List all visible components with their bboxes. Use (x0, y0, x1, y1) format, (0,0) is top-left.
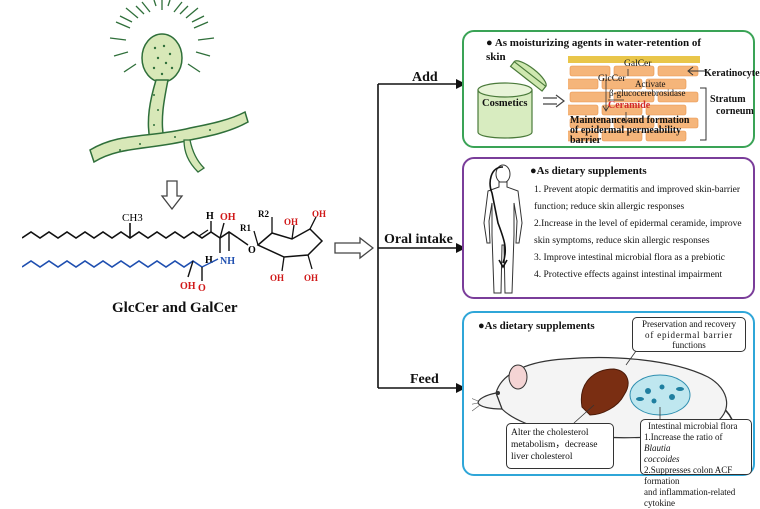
skin-layer-graphic (568, 56, 700, 142)
h-label-2: H (205, 255, 213, 266)
r1-label: R1 (240, 223, 251, 233)
human-body-icon (483, 164, 523, 294)
oh-label-1: OH (220, 212, 236, 223)
oral-item-2b: skin symptoms, reduce skin allergic resp… (534, 236, 710, 246)
bullet-icon: ● (486, 37, 493, 49)
carbonyl-o-label: O (198, 283, 206, 294)
oral-item-2a: 2.Increase in the level of epidermal cer… (534, 219, 742, 229)
oh-label-2: OH (180, 281, 196, 292)
right-arrow-icon (334, 236, 374, 260)
oral-intake-panel: ●As dietary supplements 1. Prevent atopi… (462, 157, 755, 299)
bracket-line (700, 87, 707, 141)
callout-liver: Alter the cholesterol metabolism，decreas… (506, 423, 614, 469)
oral-item-1b: function; reduce skin allergic responses (534, 202, 685, 212)
route-oral-label: Oral intake (384, 232, 453, 247)
route-feed-label: Feed (410, 372, 439, 387)
oral-title: ●As dietary supplements (530, 165, 647, 177)
nh-label: NH (220, 256, 235, 267)
mouse-illustration (472, 356, 735, 446)
callout-pointers (573, 350, 661, 424)
route-add-label: Add (412, 70, 438, 85)
jar-label: Cosmetics (482, 98, 528, 109)
oral-item-3: 3. Improve intestinal microbial flora as… (534, 253, 725, 263)
bullet-icon: ● (478, 320, 485, 332)
oh-label-4: OH (312, 209, 326, 219)
callout-barrier: Preservation and recovery of epidermal b… (632, 317, 746, 352)
fatty-acid-chain (22, 260, 203, 268)
feed-title: ●As dietary supplements (478, 320, 595, 332)
ceramide-label: Ceramide (608, 100, 651, 111)
sugar-ring (256, 228, 324, 258)
molecule-name: GlcCer and GalCer (112, 300, 238, 316)
cosmetics-title: ● As moisturizing agents in water-retent… (486, 37, 702, 63)
ch3-label: CH3 (122, 212, 143, 224)
cosmetics-jar-icon (477, 60, 547, 139)
route-branches (377, 79, 466, 393)
cosmetics-panel: ● As moisturizing agents in water-retent… (462, 30, 760, 148)
left-arrow-icon (687, 66, 707, 76)
glccer-label: GlcCer (598, 74, 626, 84)
oral-item-4: 4. Protective effects against intestinal… (534, 270, 723, 280)
sphingoid-chain (22, 231, 221, 239)
fungus-illustration (89, 0, 249, 173)
bullet-icon: ● (530, 165, 537, 177)
glucosylceramide-structure: CH3 H OH H NH O OH O R2 R1 OH OH OH OH (22, 209, 326, 294)
h-label-1: H (206, 211, 214, 222)
stratum-corneum-label: Stratum corneum (710, 94, 754, 117)
oral-item-1a: 1. Prevent atopic dermatitis and improve… (534, 185, 741, 195)
r2-label: R2 (258, 209, 269, 219)
activate-label: Activate (635, 79, 666, 89)
oh-label-6: OH (304, 273, 318, 283)
oh-label-3: OH (284, 217, 298, 227)
keratinocyte-label: Keratinocyte (704, 68, 760, 79)
barrier-text: Maintenance and formation of epidermal p… (570, 115, 690, 146)
glycosidic-o-label: O (248, 245, 256, 256)
right-arrow-icon (543, 94, 565, 108)
galcer-label: GalCer (624, 59, 652, 69)
feed-panel: ●As dietary supplements Preservation and… (462, 311, 755, 508)
oh-label-5: OH (270, 273, 284, 283)
down-arrow-icon (160, 180, 184, 210)
enzyme-label: β-glucocerebrosidase (609, 88, 686, 98)
